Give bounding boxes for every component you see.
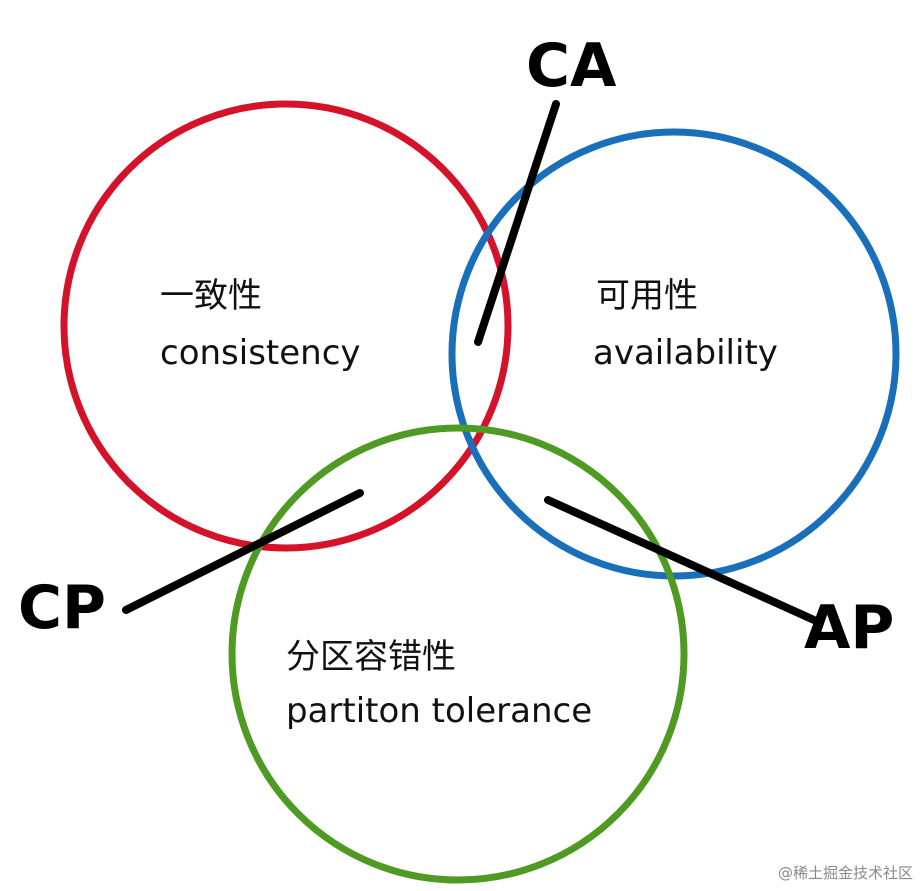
availability-label-en: availability xyxy=(593,333,778,373)
partition-circle xyxy=(228,424,688,884)
partition-label-en: partiton tolerance xyxy=(286,691,592,731)
availability-circle xyxy=(448,128,900,580)
cp-label: CP xyxy=(18,573,106,643)
ap-pointer-line xyxy=(544,496,818,624)
consistency-circle xyxy=(60,100,512,552)
ca-pointer-line xyxy=(474,100,560,346)
ap-label: AP xyxy=(804,593,894,663)
consistency-label-en: consistency xyxy=(160,333,361,373)
consistency-label-cn: 一致性 xyxy=(160,276,262,316)
cp-pointer-line xyxy=(122,489,364,614)
availability-label-cn: 可用性 xyxy=(596,276,698,316)
partition-label-cn: 分区容错性 xyxy=(286,637,456,677)
watermark-text: @稀土掘金技术社区 xyxy=(777,864,913,882)
ca-label: CA xyxy=(526,31,617,101)
